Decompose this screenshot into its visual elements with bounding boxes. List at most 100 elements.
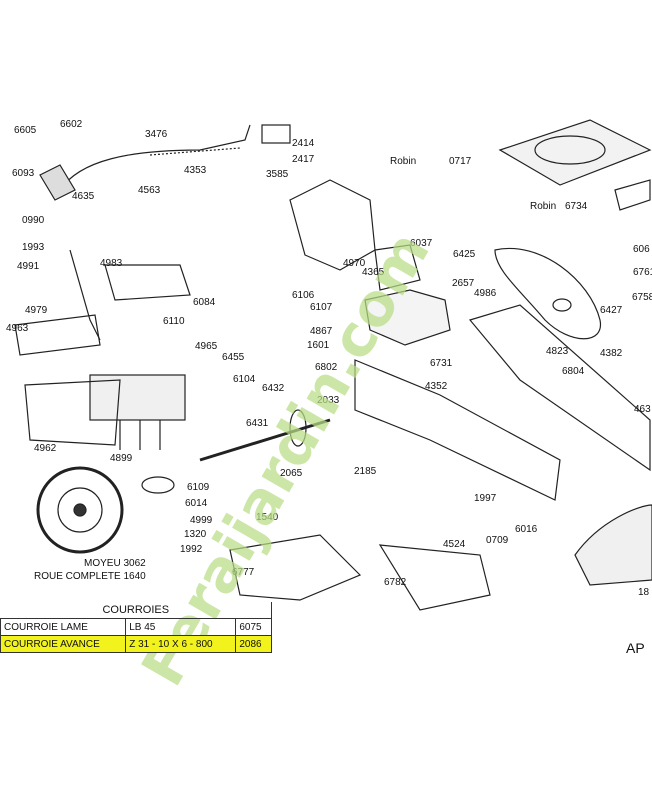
side-rail bbox=[468, 304, 651, 472]
callout-4867: 4867 bbox=[310, 326, 333, 337]
callout-2185: 2185 bbox=[354, 466, 377, 477]
callout-1997: 1997 bbox=[474, 493, 497, 504]
belts-table: COURROIES COURROIE LAME LB 45 6075 COURR… bbox=[0, 602, 272, 653]
callout-6093: 6093 bbox=[12, 168, 35, 179]
callout-2417: 2417 bbox=[292, 154, 315, 165]
wheel-hub bbox=[73, 503, 87, 517]
callout-robin-2: Robin bbox=[530, 201, 556, 212]
callout-606: 606 bbox=[633, 244, 650, 255]
callout-6037: 6037 bbox=[410, 238, 433, 249]
gearbox-shafts bbox=[119, 420, 161, 450]
engine-bracket bbox=[614, 179, 651, 211]
callout-robin-1: Robin bbox=[390, 156, 416, 167]
callout-labels: 6605 6602 3476 2414 2417 6093 4635 4563 … bbox=[6, 119, 652, 598]
callout-3585: 3585 bbox=[266, 169, 289, 180]
callout-6804: 6804 bbox=[562, 366, 585, 377]
callout-roue: ROUE COMPLETE 1640 bbox=[34, 571, 146, 582]
callout-6104: 6104 bbox=[233, 374, 256, 385]
callout-4635: 4635 bbox=[72, 191, 95, 202]
callout-4991: 4991 bbox=[17, 261, 40, 272]
callout-0709: 0709 bbox=[486, 535, 509, 546]
drawing bbox=[14, 119, 652, 611]
bracket bbox=[261, 124, 291, 144]
callout-6758: 6758 bbox=[632, 292, 652, 303]
engine-plate bbox=[498, 119, 652, 186]
callout-1540: 1540 bbox=[256, 512, 279, 523]
callout-4983: 4983 bbox=[100, 258, 123, 269]
belt-ref: Z 31 - 10 X 6 - 800 bbox=[125, 635, 237, 653]
callout-1320: 1320 bbox=[184, 529, 207, 540]
belt-code: 6075 bbox=[235, 618, 272, 636]
handlebar bbox=[59, 124, 251, 191]
callout-6731: 6731 bbox=[430, 358, 453, 369]
callout-4962: 4962 bbox=[34, 443, 57, 454]
callout-6014: 6014 bbox=[185, 498, 208, 509]
callout-1992: 1992 bbox=[180, 544, 203, 555]
callout-6016: 6016 bbox=[515, 524, 538, 535]
cable bbox=[149, 147, 241, 156]
callout-6455: 6455 bbox=[222, 352, 245, 363]
cover-left bbox=[229, 534, 362, 601]
belts-table-title: COURROIES bbox=[0, 602, 272, 619]
cover-right bbox=[378, 544, 491, 611]
callout-6425: 6425 bbox=[453, 249, 476, 260]
callout-6106: 6106 bbox=[292, 290, 315, 301]
table-row: COURROIE LAME LB 45 6075 bbox=[0, 618, 272, 636]
callout-0717: 0717 bbox=[449, 156, 472, 167]
wheel-tyre bbox=[36, 466, 124, 554]
callout-4963: 4963 bbox=[6, 323, 29, 334]
frame-rail bbox=[354, 359, 561, 501]
callout-6110: 6110 bbox=[163, 316, 185, 327]
belt-code: 2086 bbox=[235, 635, 272, 653]
callout-4352: 4352 bbox=[425, 381, 448, 392]
callout-4365: 4365 bbox=[362, 267, 385, 278]
callout-6431: 6431 bbox=[246, 418, 269, 429]
callout-4524: 4524 bbox=[443, 539, 466, 550]
callout-6782: 6782 bbox=[384, 577, 407, 588]
callout-2033: 2033 bbox=[317, 395, 340, 406]
callout-4563: 4563 bbox=[138, 185, 161, 196]
callout-4382: 4382 bbox=[600, 348, 623, 359]
callout-4986: 4986 bbox=[474, 288, 497, 299]
callout-1601: 1601 bbox=[307, 340, 330, 351]
grid-plate bbox=[104, 264, 191, 301]
callout-4970: 4970 bbox=[343, 258, 366, 269]
callout-4823: 4823 bbox=[546, 346, 569, 357]
callout-6777: 6777 bbox=[232, 567, 255, 578]
callout-18: 18 bbox=[638, 587, 650, 598]
callout-6427: 6427 bbox=[600, 305, 623, 316]
grip bbox=[39, 164, 76, 201]
callout-4899: 4899 bbox=[110, 453, 133, 464]
belt-name: COURROIE LAME bbox=[0, 618, 127, 636]
callout-4999: 4999 bbox=[190, 515, 213, 526]
callout-moyeu: MOYEU 3062 bbox=[84, 558, 146, 569]
callout-2065: 2065 bbox=[280, 468, 303, 479]
gearbox bbox=[89, 374, 186, 421]
callout-3476: 3476 bbox=[145, 129, 168, 140]
callout-4965: 4965 bbox=[195, 341, 218, 352]
callout-6761: 6761 bbox=[633, 267, 652, 278]
frame-link bbox=[374, 244, 421, 291]
belt-ref: LB 45 bbox=[125, 618, 237, 636]
callout-2414: 2414 bbox=[292, 138, 315, 149]
drive-shaft bbox=[199, 418, 331, 462]
callout-6802: 6802 bbox=[315, 362, 338, 373]
table-row: COURROIE AVANCE Z 31 - 10 X 6 - 800 2086 bbox=[0, 635, 272, 653]
callout-6734: 6734 bbox=[565, 201, 588, 212]
callout-6084: 6084 bbox=[193, 297, 216, 308]
belt-pulley bbox=[552, 298, 572, 312]
callout-1993: 1993 bbox=[22, 242, 45, 253]
belt bbox=[494, 247, 601, 340]
wheel-rim bbox=[57, 487, 103, 533]
belts-table-header-row: COURROIES bbox=[0, 602, 272, 619]
callout-6107: 6107 bbox=[310, 302, 333, 313]
guard-plate bbox=[24, 379, 121, 446]
callout-6605: 6605 bbox=[14, 125, 37, 136]
belt-name: COURROIE AVANCE bbox=[0, 635, 127, 653]
engine-flange bbox=[534, 135, 606, 165]
callout-6109: 6109 bbox=[187, 482, 210, 493]
callout-6432: 6432 bbox=[262, 383, 285, 394]
callout-0990: 0990 bbox=[22, 215, 45, 226]
pulley bbox=[141, 476, 175, 494]
